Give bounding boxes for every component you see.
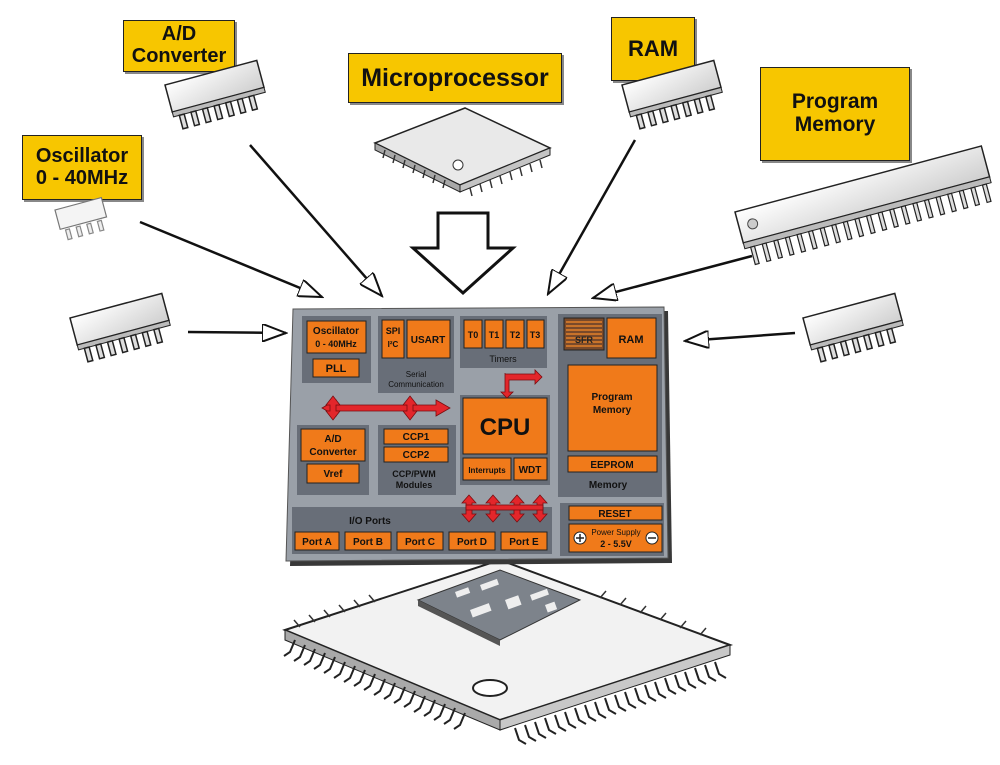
program-memory-chip bbox=[734, 145, 992, 266]
ram-label: RAM bbox=[618, 334, 643, 346]
ccp-label-1: CCP/PWM bbox=[392, 469, 436, 479]
pointer-arrows bbox=[139, 139, 796, 341]
power-label-2: 2 - 5.5V bbox=[600, 539, 632, 549]
eeprom-label: EEPROM bbox=[590, 460, 633, 471]
i2c-label: I²C bbox=[388, 340, 399, 349]
pll-label: PLL bbox=[326, 363, 347, 375]
port-c: Port C bbox=[405, 537, 435, 548]
sfr-label: SFR bbox=[575, 335, 594, 345]
timers-label: Timers bbox=[489, 354, 517, 364]
ram-chip bbox=[621, 59, 723, 130]
spi-label: SPI bbox=[386, 326, 401, 336]
program-memory-label-1: Program bbox=[591, 392, 632, 403]
wdt-label: WDT bbox=[519, 465, 542, 476]
usart-label: USART bbox=[411, 335, 445, 346]
port-d: Port D bbox=[457, 537, 487, 548]
mcu-die: Oscillator 0 - 40MHz PLL SPI I²C USART S… bbox=[285, 306, 672, 566]
serial-label-2: Communication bbox=[388, 380, 444, 389]
power-label-1: Power Supply bbox=[591, 528, 640, 537]
io-ports-label: I/O Ports bbox=[349, 516, 391, 527]
port-b: Port B bbox=[353, 537, 383, 548]
program-memory-label-2: Memory bbox=[593, 405, 632, 416]
ad-converter-chip bbox=[164, 59, 266, 130]
microprocessor-chip bbox=[373, 107, 552, 197]
timer-t1: T1 bbox=[489, 330, 500, 340]
osc-label-2: 0 - 40MHz bbox=[315, 339, 357, 349]
interrupts-label: Interrupts bbox=[468, 466, 506, 475]
ad-label-1: A/D bbox=[324, 434, 341, 445]
callout-oscillator: Oscillator 0 - 40MHz bbox=[22, 135, 142, 200]
port-a: Port A bbox=[302, 537, 332, 548]
sfr-block: SFR bbox=[563, 317, 605, 351]
timer-t2: T2 bbox=[510, 330, 521, 340]
bus-arrows bbox=[321, 369, 548, 523]
callout-ad-converter: A/D Converter bbox=[123, 20, 235, 72]
port-e: Port E bbox=[509, 537, 539, 548]
cpu-label: CPU bbox=[480, 414, 531, 441]
callout-microprocessor: Microprocessor bbox=[348, 53, 562, 103]
oscillator-chip bbox=[54, 196, 108, 241]
vref-label: Vref bbox=[324, 469, 344, 480]
left-dip-chip bbox=[69, 292, 171, 363]
ccp-label-2: Modules bbox=[396, 480, 433, 490]
ccp2-label: CCP2 bbox=[403, 450, 430, 461]
right-dip-chip bbox=[802, 292, 904, 363]
timer-t0: T0 bbox=[468, 330, 479, 340]
reset-label: RESET bbox=[598, 509, 631, 520]
osc-label-1: Oscillator bbox=[313, 326, 359, 337]
ad-label-2: Converter bbox=[309, 447, 356, 458]
mcu-package bbox=[282, 558, 734, 745]
timer-t3: T3 bbox=[530, 330, 541, 340]
memory-label: Memory bbox=[589, 480, 628, 491]
big-down-arrow bbox=[409, 211, 517, 296]
serial-label-1: Serial bbox=[406, 370, 427, 379]
callout-program-memory: Program Memory bbox=[760, 67, 910, 161]
ccp1-label: CCP1 bbox=[403, 432, 430, 443]
